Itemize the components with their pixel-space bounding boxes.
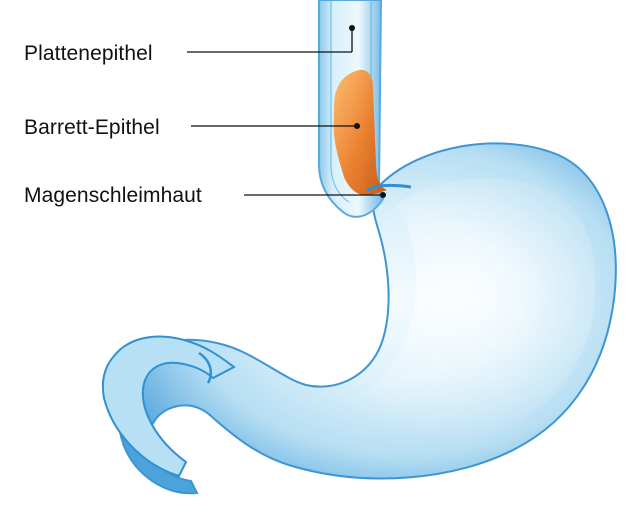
marker-dot-1: [349, 25, 355, 31]
label-barrett-epithel: Barrett-Epithel: [24, 116, 160, 140]
label-plattenepithel: Plattenepithel: [24, 42, 153, 66]
marker-dot-2: [354, 123, 360, 129]
marker-dot-3: [380, 192, 386, 198]
label-magenschleimhaut: Magenschleimhaut: [24, 184, 202, 208]
